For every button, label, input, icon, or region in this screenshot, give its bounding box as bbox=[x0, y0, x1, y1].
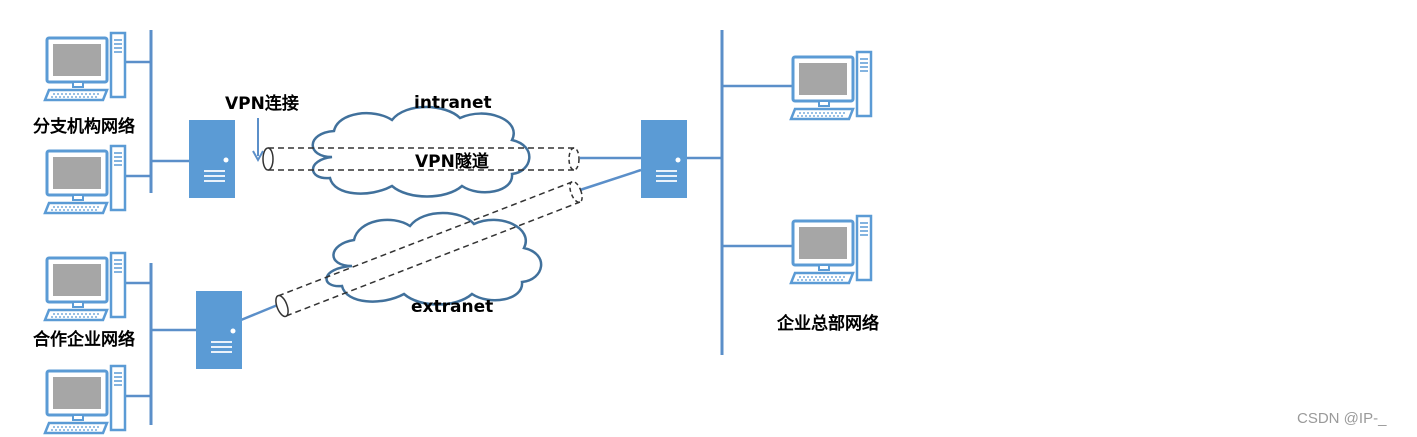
vpn-tunnel-label: VPN隧道 bbox=[415, 151, 489, 172]
extranet-cloud-icon bbox=[325, 211, 543, 306]
partner-pc-1-icon bbox=[43, 251, 127, 322]
watermark: CSDN @IP-_ bbox=[1297, 410, 1387, 427]
branch-pc-2-icon bbox=[43, 144, 127, 215]
branch-network-label: 分支机构网络 bbox=[33, 116, 135, 137]
partner-pc-2-icon bbox=[43, 364, 127, 435]
intranet-label: intranet bbox=[414, 93, 492, 113]
branch-server-icon bbox=[188, 119, 236, 199]
branch-pc-1-icon bbox=[43, 31, 127, 102]
intranet-cloud-icon bbox=[311, 105, 531, 198]
hq-pc-1-icon bbox=[789, 50, 873, 121]
extranet-label: extranet bbox=[411, 297, 493, 317]
extranet-tunnel-pipe bbox=[275, 180, 583, 318]
vpn-tunnel-pipe bbox=[262, 147, 580, 171]
vpn-connection-label: VPN连接 bbox=[225, 93, 299, 114]
partner-to-tunnel2-link bbox=[240, 302, 281, 322]
partner-server-icon bbox=[195, 290, 243, 370]
hq-server-icon bbox=[640, 119, 688, 199]
hq-network-label: 企业总部网络 bbox=[776, 313, 879, 334]
tunnel2-to-hq-link bbox=[579, 168, 642, 192]
partner-network-label: 合作企业网络 bbox=[33, 329, 135, 350]
hq-pc-2-icon bbox=[789, 214, 873, 285]
vpn-connection-arrow bbox=[252, 118, 264, 163]
